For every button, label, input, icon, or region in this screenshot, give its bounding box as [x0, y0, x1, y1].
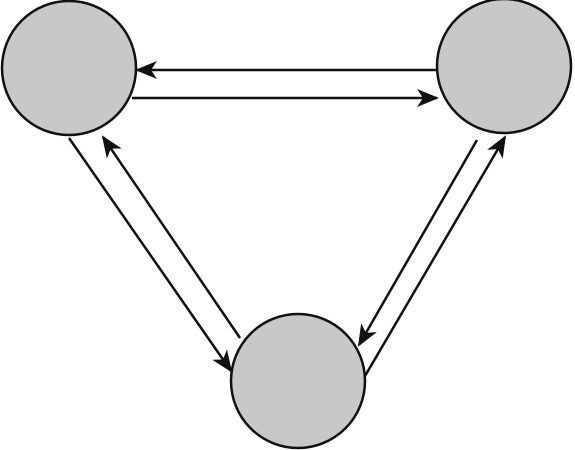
node-top-left — [0, 0, 138, 137]
edge-bottom-to-top-right — [363, 135, 507, 377]
edge-bottom-to-top-left — [101, 135, 242, 339]
node-top-right — [435, 0, 573, 135]
edges-layer — [67, 61, 507, 377]
edge-top-right-to-bottom — [357, 139, 479, 347]
node-bottom — [229, 312, 367, 450]
edge-top-left-to-bottom — [67, 137, 233, 373]
